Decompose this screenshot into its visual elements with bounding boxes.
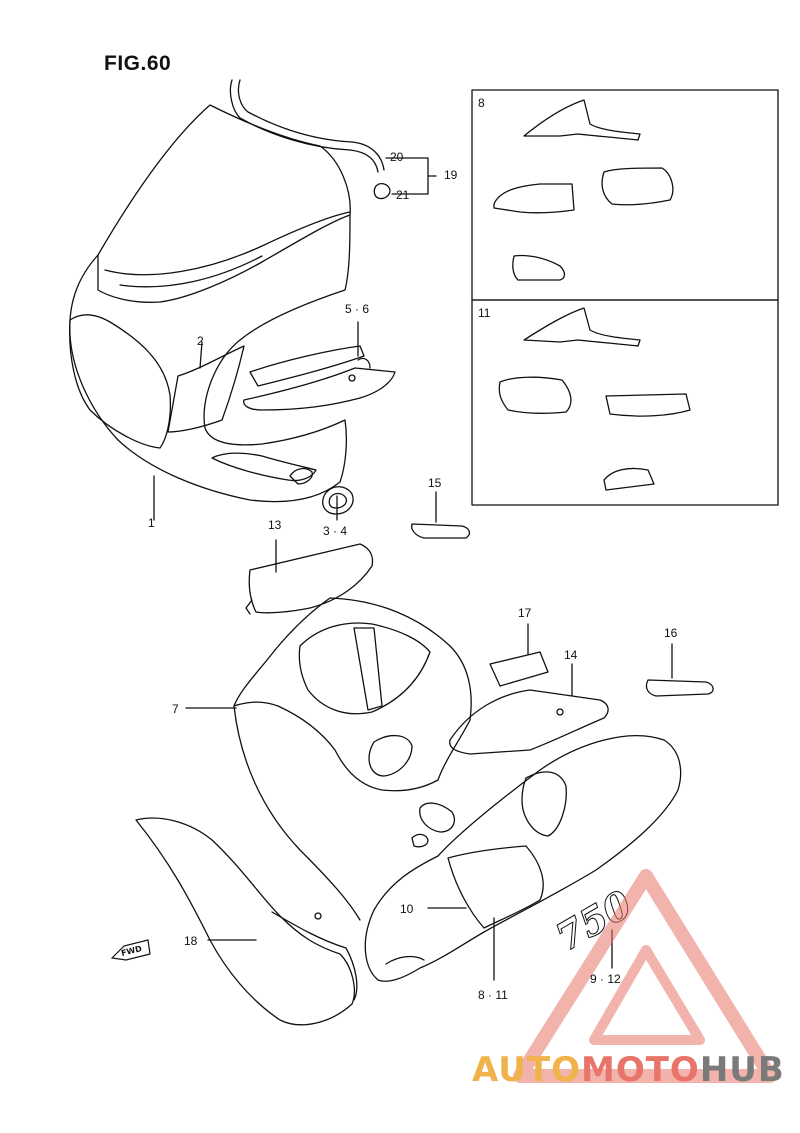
- inset-box-11: [471, 299, 779, 506]
- watermark-hub: HUB: [699, 1050, 785, 1090]
- cover-13: [248, 543, 374, 614]
- callout-20: 20: [390, 150, 404, 164]
- windscreen-trim: [229, 79, 379, 173]
- inset-label-11: 11: [478, 306, 491, 320]
- duct-panel: [243, 367, 396, 411]
- callout-21: 21: [396, 188, 410, 202]
- watermark-text: AUTOMOTOHUB: [472, 1050, 785, 1090]
- windscreen: [97, 104, 351, 303]
- callout-2: 2: [197, 334, 204, 348]
- callout-15: 15: [428, 476, 442, 490]
- callout-14: 14: [564, 648, 578, 662]
- inset-label-8: 8: [478, 96, 485, 110]
- cover-16: [645, 679, 714, 697]
- callout-13: 13: [268, 518, 282, 532]
- watermark-auto: AUTO: [472, 1050, 581, 1090]
- pad-17: [489, 651, 549, 687]
- side-fairing: [364, 735, 682, 982]
- watermark-moto: MOTO: [580, 1050, 700, 1090]
- figure-title: FIG.60: [104, 52, 172, 75]
- upper-cowling: [69, 214, 351, 503]
- callout-18: 18: [184, 934, 198, 948]
- under-cowl: [135, 817, 355, 1026]
- callout-16: 16: [664, 626, 678, 640]
- fwd-arrow-icon: FWD: [110, 939, 151, 961]
- cover-15: [410, 523, 471, 539]
- callout-1: 1: [148, 516, 155, 530]
- callout-3-4: 3 · 4: [323, 524, 348, 538]
- inset-box-8: [471, 89, 779, 301]
- grommet: [322, 486, 354, 515]
- callout-10: 10: [400, 902, 414, 916]
- callout-7: 7: [172, 702, 179, 716]
- cover-14: [449, 689, 609, 755]
- lower-cowling: [233, 597, 472, 792]
- callout-5-6: 5 · 6: [345, 302, 370, 316]
- callout-9-12: 9 · 12: [590, 972, 621, 986]
- callout-8-11: 8 · 11: [478, 988, 508, 1002]
- watermark-logo-icon: [513, 869, 777, 1083]
- callout-17: 17: [518, 606, 532, 620]
- callout-19: 19: [444, 168, 458, 182]
